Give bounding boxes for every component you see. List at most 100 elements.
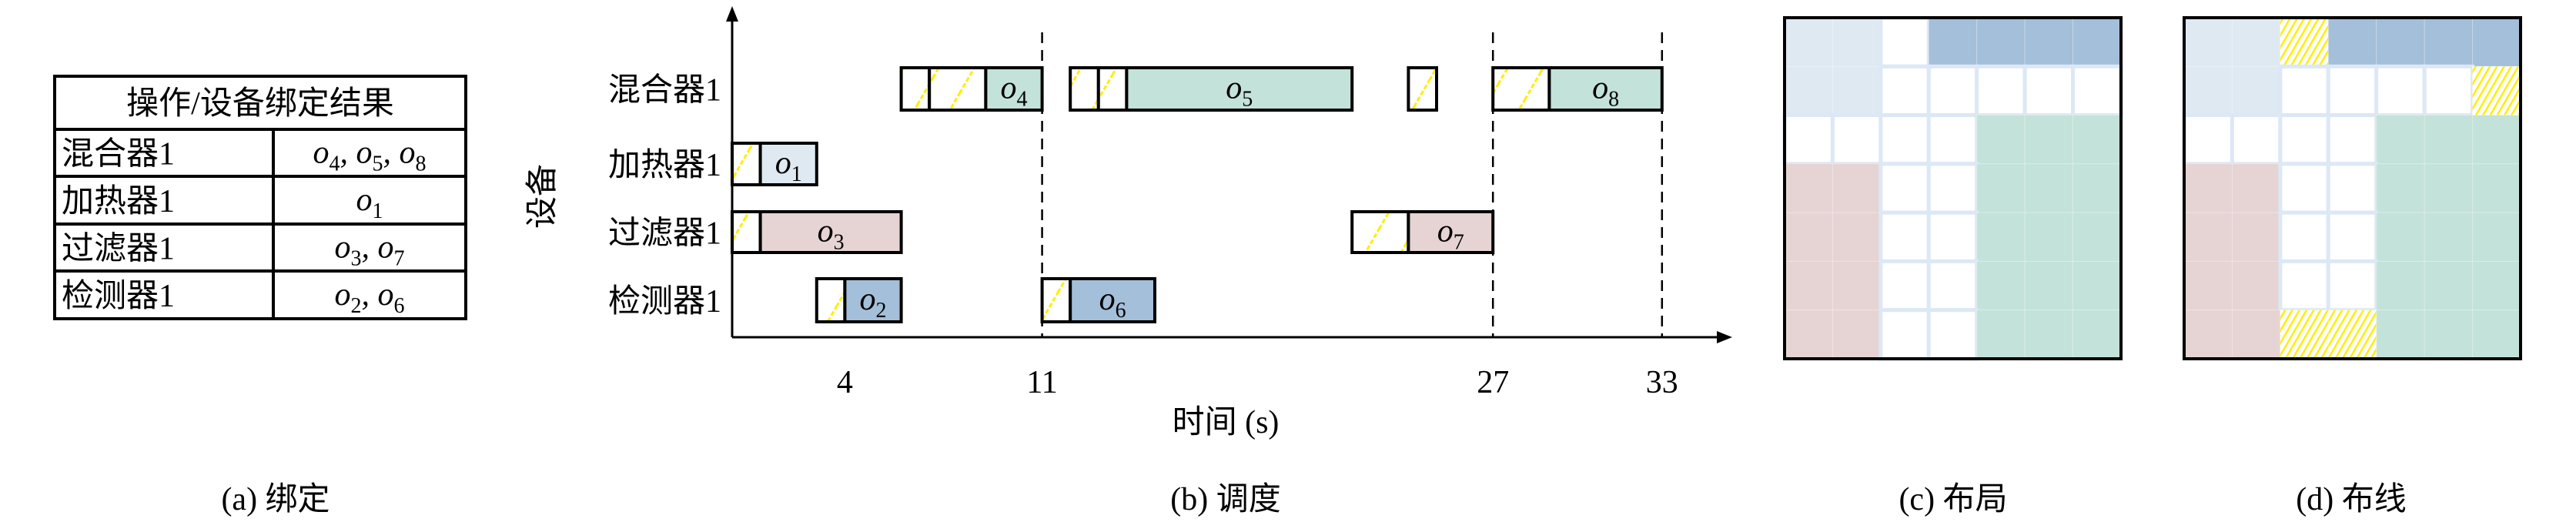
device-cell	[2073, 115, 2122, 165]
caption-routing: (d) 布线	[2296, 482, 2406, 517]
empty-cell	[1926, 113, 1979, 166]
device-cell	[2424, 309, 2474, 360]
device-cell	[2376, 260, 2425, 311]
bar-rect	[815, 277, 847, 323]
y-axis-label: 设备	[525, 164, 560, 229]
op-name: o	[400, 136, 416, 171]
device-cell	[2183, 260, 2233, 311]
op-subscript: 6	[1116, 299, 1126, 323]
transport-hatch-bar	[1096, 66, 1129, 112]
op-subscript: 8	[1608, 88, 1619, 112]
bar-rect	[1407, 66, 1439, 112]
op-name: o	[335, 277, 351, 313]
operation-bar: o5	[1125, 66, 1354, 112]
device-row-label: 检测器1	[608, 283, 721, 320]
device-cell	[1976, 163, 2026, 213]
op-spacer: ,	[362, 277, 378, 313]
op-name: o	[1592, 71, 1608, 106]
operation-label: o8	[1592, 71, 1619, 112]
routing-cell	[2327, 309, 2377, 360]
routing-cell	[2472, 65, 2521, 116]
bar-rect	[1125, 66, 1354, 112]
empty-cell	[1926, 308, 1979, 361]
op-subscript: 8	[416, 152, 427, 176]
bar-rect	[758, 142, 818, 186]
device-cell	[2376, 163, 2425, 213]
bar-rect	[1040, 277, 1072, 323]
bar-rect	[1350, 210, 1410, 254]
device-cell	[2231, 212, 2281, 262]
transport-hatch-bar	[1491, 66, 1551, 112]
operation-label: o4, o5, o8	[313, 136, 427, 176]
bar-rect	[1407, 210, 1495, 254]
bar-rect	[1069, 66, 1100, 112]
op-name: o	[860, 282, 876, 317]
bar-rect	[1547, 66, 1664, 112]
device-cell	[2231, 17, 2281, 67]
op-name: o	[1001, 71, 1017, 106]
empty-cell	[2422, 64, 2475, 118]
device-cell	[2472, 17, 2521, 67]
transport-hatch-bar	[1350, 210, 1410, 254]
device-cell	[1784, 65, 1833, 116]
transport-hatch-bar	[899, 66, 932, 112]
op-subscript: 5	[1242, 88, 1253, 112]
operation-label: o4	[1001, 71, 1028, 112]
op-subscript: 1	[373, 199, 383, 223]
op-spacer: ,	[362, 230, 378, 266]
device-cell	[1832, 17, 1882, 67]
x-tick-label: 4	[837, 365, 853, 400]
device-cell	[1784, 309, 1833, 360]
empty-cell	[1878, 64, 1931, 118]
empty-cell	[2278, 162, 2330, 215]
transport-hatch-bar	[815, 277, 847, 323]
bar-rect	[1491, 66, 1551, 112]
table-border	[53, 75, 467, 320]
device-cell	[1784, 260, 1833, 311]
operation-label: o2, o6	[335, 277, 405, 318]
device-cell	[2472, 115, 2521, 165]
routing-grid	[2182, 16, 2522, 360]
op-name: o	[313, 136, 330, 171]
operation-bar: o7	[1407, 210, 1495, 255]
op-subscript: 3	[351, 247, 362, 271]
operation-bar: o4	[984, 66, 1044, 112]
device-name: 过滤器1	[62, 232, 175, 267]
device-cell	[1784, 17, 1833, 67]
op-name: o	[335, 230, 351, 266]
device-cell	[1976, 115, 2026, 165]
y-axis-arrow-icon	[726, 6, 738, 22]
device-row-label: 混合器1	[608, 73, 721, 109]
device-cell	[2183, 212, 2233, 262]
transport-hatch-bar	[928, 66, 988, 112]
empty-cell	[2278, 113, 2330, 166]
empty-cell	[2326, 259, 2379, 313]
operation-bar: o3	[758, 210, 903, 255]
empty-cell	[2022, 64, 2076, 118]
x-axis-arrow-icon	[1717, 331, 1732, 343]
operation-label: o1	[356, 182, 383, 223]
routing-cell	[2280, 17, 2329, 67]
bar-rect	[899, 66, 932, 112]
transport-hatch-bar	[1040, 277, 1072, 323]
bar-rect	[731, 210, 762, 254]
device-name: 混合器1	[62, 137, 175, 172]
device-cell	[2472, 309, 2521, 360]
table-header: 操作/设备绑定结果	[126, 85, 394, 122]
op-subscript: 4	[330, 152, 340, 176]
empty-cell	[2278, 64, 2330, 118]
routing-cell	[2280, 309, 2329, 360]
bar-rect	[1069, 277, 1156, 323]
empty-cell	[1878, 162, 1931, 215]
empty-cell	[2326, 162, 2379, 215]
empty-cell	[2326, 64, 2379, 118]
device-cell	[1832, 163, 1882, 213]
op-subscript: 7	[394, 247, 405, 271]
empty-cell	[2374, 64, 2427, 118]
op-subscript: 2	[876, 299, 887, 323]
op-name: o	[356, 136, 373, 171]
device-cell	[2073, 260, 2122, 311]
